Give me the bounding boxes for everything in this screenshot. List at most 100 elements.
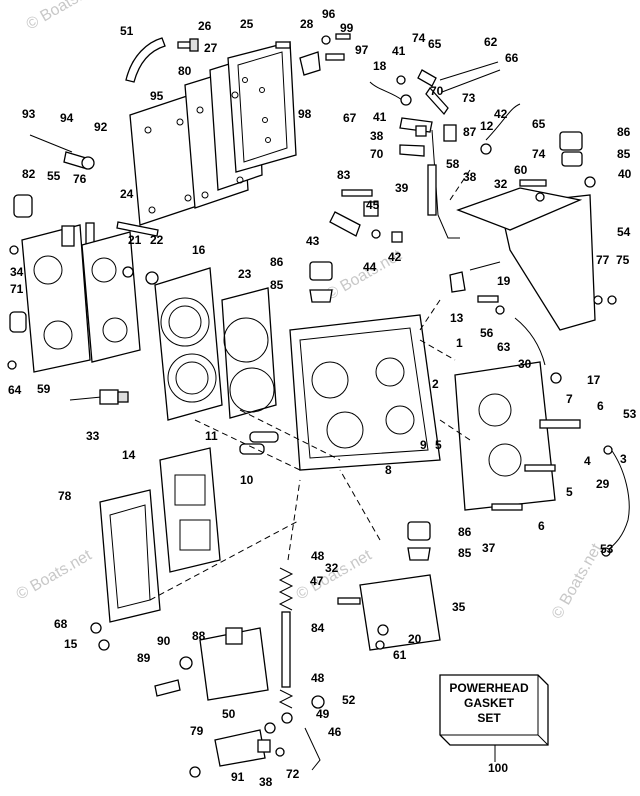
bracket-98 — [299, 51, 321, 76]
callout-42: 42 — [388, 250, 402, 264]
callout-53: 53 — [623, 407, 637, 421]
callout-35: 35 — [452, 600, 466, 614]
hose-51 — [125, 37, 166, 83]
callout-51: 51 — [120, 24, 134, 38]
knob-45 — [363, 201, 379, 217]
watermark: © Boats.net — [24, 0, 106, 33]
callout-90: 90 — [157, 634, 171, 648]
callout-39: 39 — [395, 181, 409, 195]
exhaust-cover-25 — [227, 41, 297, 173]
spark-plug-33 — [69, 389, 129, 405]
callout-98: 98 — [298, 107, 312, 121]
callout-77: 77 — [596, 253, 610, 267]
washer-22 — [145, 271, 159, 285]
screw-7 — [539, 419, 581, 429]
intake-16 — [154, 267, 223, 421]
callout-45: 45 — [366, 198, 380, 212]
callout-10: 10 — [240, 473, 254, 487]
callout-27: 27 — [204, 41, 218, 55]
mount-85-low — [407, 547, 431, 561]
wire-93 — [29, 134, 73, 153]
callout-92: 92 — [94, 120, 108, 134]
callout-64: 64 — [8, 383, 22, 397]
callout-48: 48 — [311, 549, 325, 563]
callout-14: 14 — [122, 448, 136, 462]
callout-72: 72 — [286, 767, 300, 781]
callout-75: 75 — [616, 253, 630, 267]
callout-84: 84 — [311, 621, 325, 635]
callout-26: 26 — [198, 19, 212, 33]
callout-50: 50 — [222, 707, 236, 721]
callout-85: 85 — [617, 147, 631, 161]
callout-59: 59 — [37, 382, 51, 396]
cylinder-block — [289, 314, 441, 471]
mount-86-low — [407, 521, 431, 541]
watermark: © Boats.net — [14, 547, 96, 604]
callout-67: 67 — [343, 111, 357, 125]
arm-70 — [425, 86, 449, 116]
mount-85-top — [561, 151, 583, 167]
screw-5 — [524, 464, 556, 472]
fitting-21 — [122, 266, 134, 278]
callout-7: 7 — [566, 392, 573, 406]
plug-13 — [449, 271, 466, 293]
callout-19: 19 — [497, 274, 511, 288]
gasket-set-box: POWERHEAD GASKET SET — [439, 674, 549, 762]
callout-65: 65 — [428, 37, 442, 51]
mount-86-85 — [309, 261, 333, 303]
washer-49 — [281, 712, 293, 724]
callout-93: 93 — [22, 107, 36, 121]
link-46 — [304, 727, 321, 771]
link-70-lower — [399, 144, 425, 157]
callout-5: 5 — [435, 438, 442, 452]
callout-79: 79 — [190, 724, 204, 738]
gasket-23 — [221, 287, 277, 419]
screw-83 — [341, 189, 373, 197]
callout-95: 95 — [150, 89, 164, 103]
bolt-89 — [154, 679, 181, 697]
callout-48: 48 — [311, 671, 325, 685]
callout-55: 55 — [47, 169, 61, 183]
callout-23: 23 — [238, 267, 252, 281]
gasket-set-line-2: GASKET — [464, 696, 515, 710]
callout-6: 6 — [538, 519, 545, 533]
callout-43: 43 — [306, 234, 320, 248]
gasket-14 — [159, 447, 221, 573]
callout-91: 91 — [231, 770, 245, 784]
callout-65: 65 — [532, 117, 546, 131]
washer-90 — [179, 656, 193, 670]
callout-17: 17 — [587, 373, 601, 387]
washer-87 — [480, 143, 492, 155]
cylinder-head-59 — [7, 194, 95, 373]
pin-50 — [264, 722, 276, 734]
nut-40 — [584, 176, 596, 188]
callout-38: 38 — [370, 129, 384, 143]
callout-70: 70 — [430, 84, 444, 98]
clip-44 — [371, 229, 381, 239]
callout-32: 32 — [494, 177, 508, 191]
shaft-39 — [427, 164, 437, 216]
callout-94: 94 — [60, 111, 74, 125]
callout-6: 6 — [597, 399, 604, 413]
callout-80: 80 — [178, 64, 192, 78]
assembly-lines — [149, 169, 471, 601]
callout-66: 66 — [505, 51, 519, 65]
callout-2: 2 — [432, 377, 439, 391]
callout-37: 37 — [482, 541, 496, 555]
callout-70: 70 — [370, 147, 384, 161]
callout-56: 56 — [480, 326, 494, 340]
nut-20 — [377, 624, 389, 636]
washer-75 — [607, 295, 617, 305]
callout-60: 60 — [514, 163, 528, 177]
callout-15: 15 — [64, 637, 78, 651]
clamp-82 — [13, 194, 33, 218]
callout-18: 18 — [373, 59, 387, 73]
lever-43 — [329, 211, 361, 237]
screw-99 — [335, 33, 351, 40]
callout-12: 12 — [480, 119, 494, 133]
stud-19 — [469, 261, 501, 271]
dowel-10 — [239, 443, 265, 455]
callout-86: 86 — [617, 125, 631, 139]
